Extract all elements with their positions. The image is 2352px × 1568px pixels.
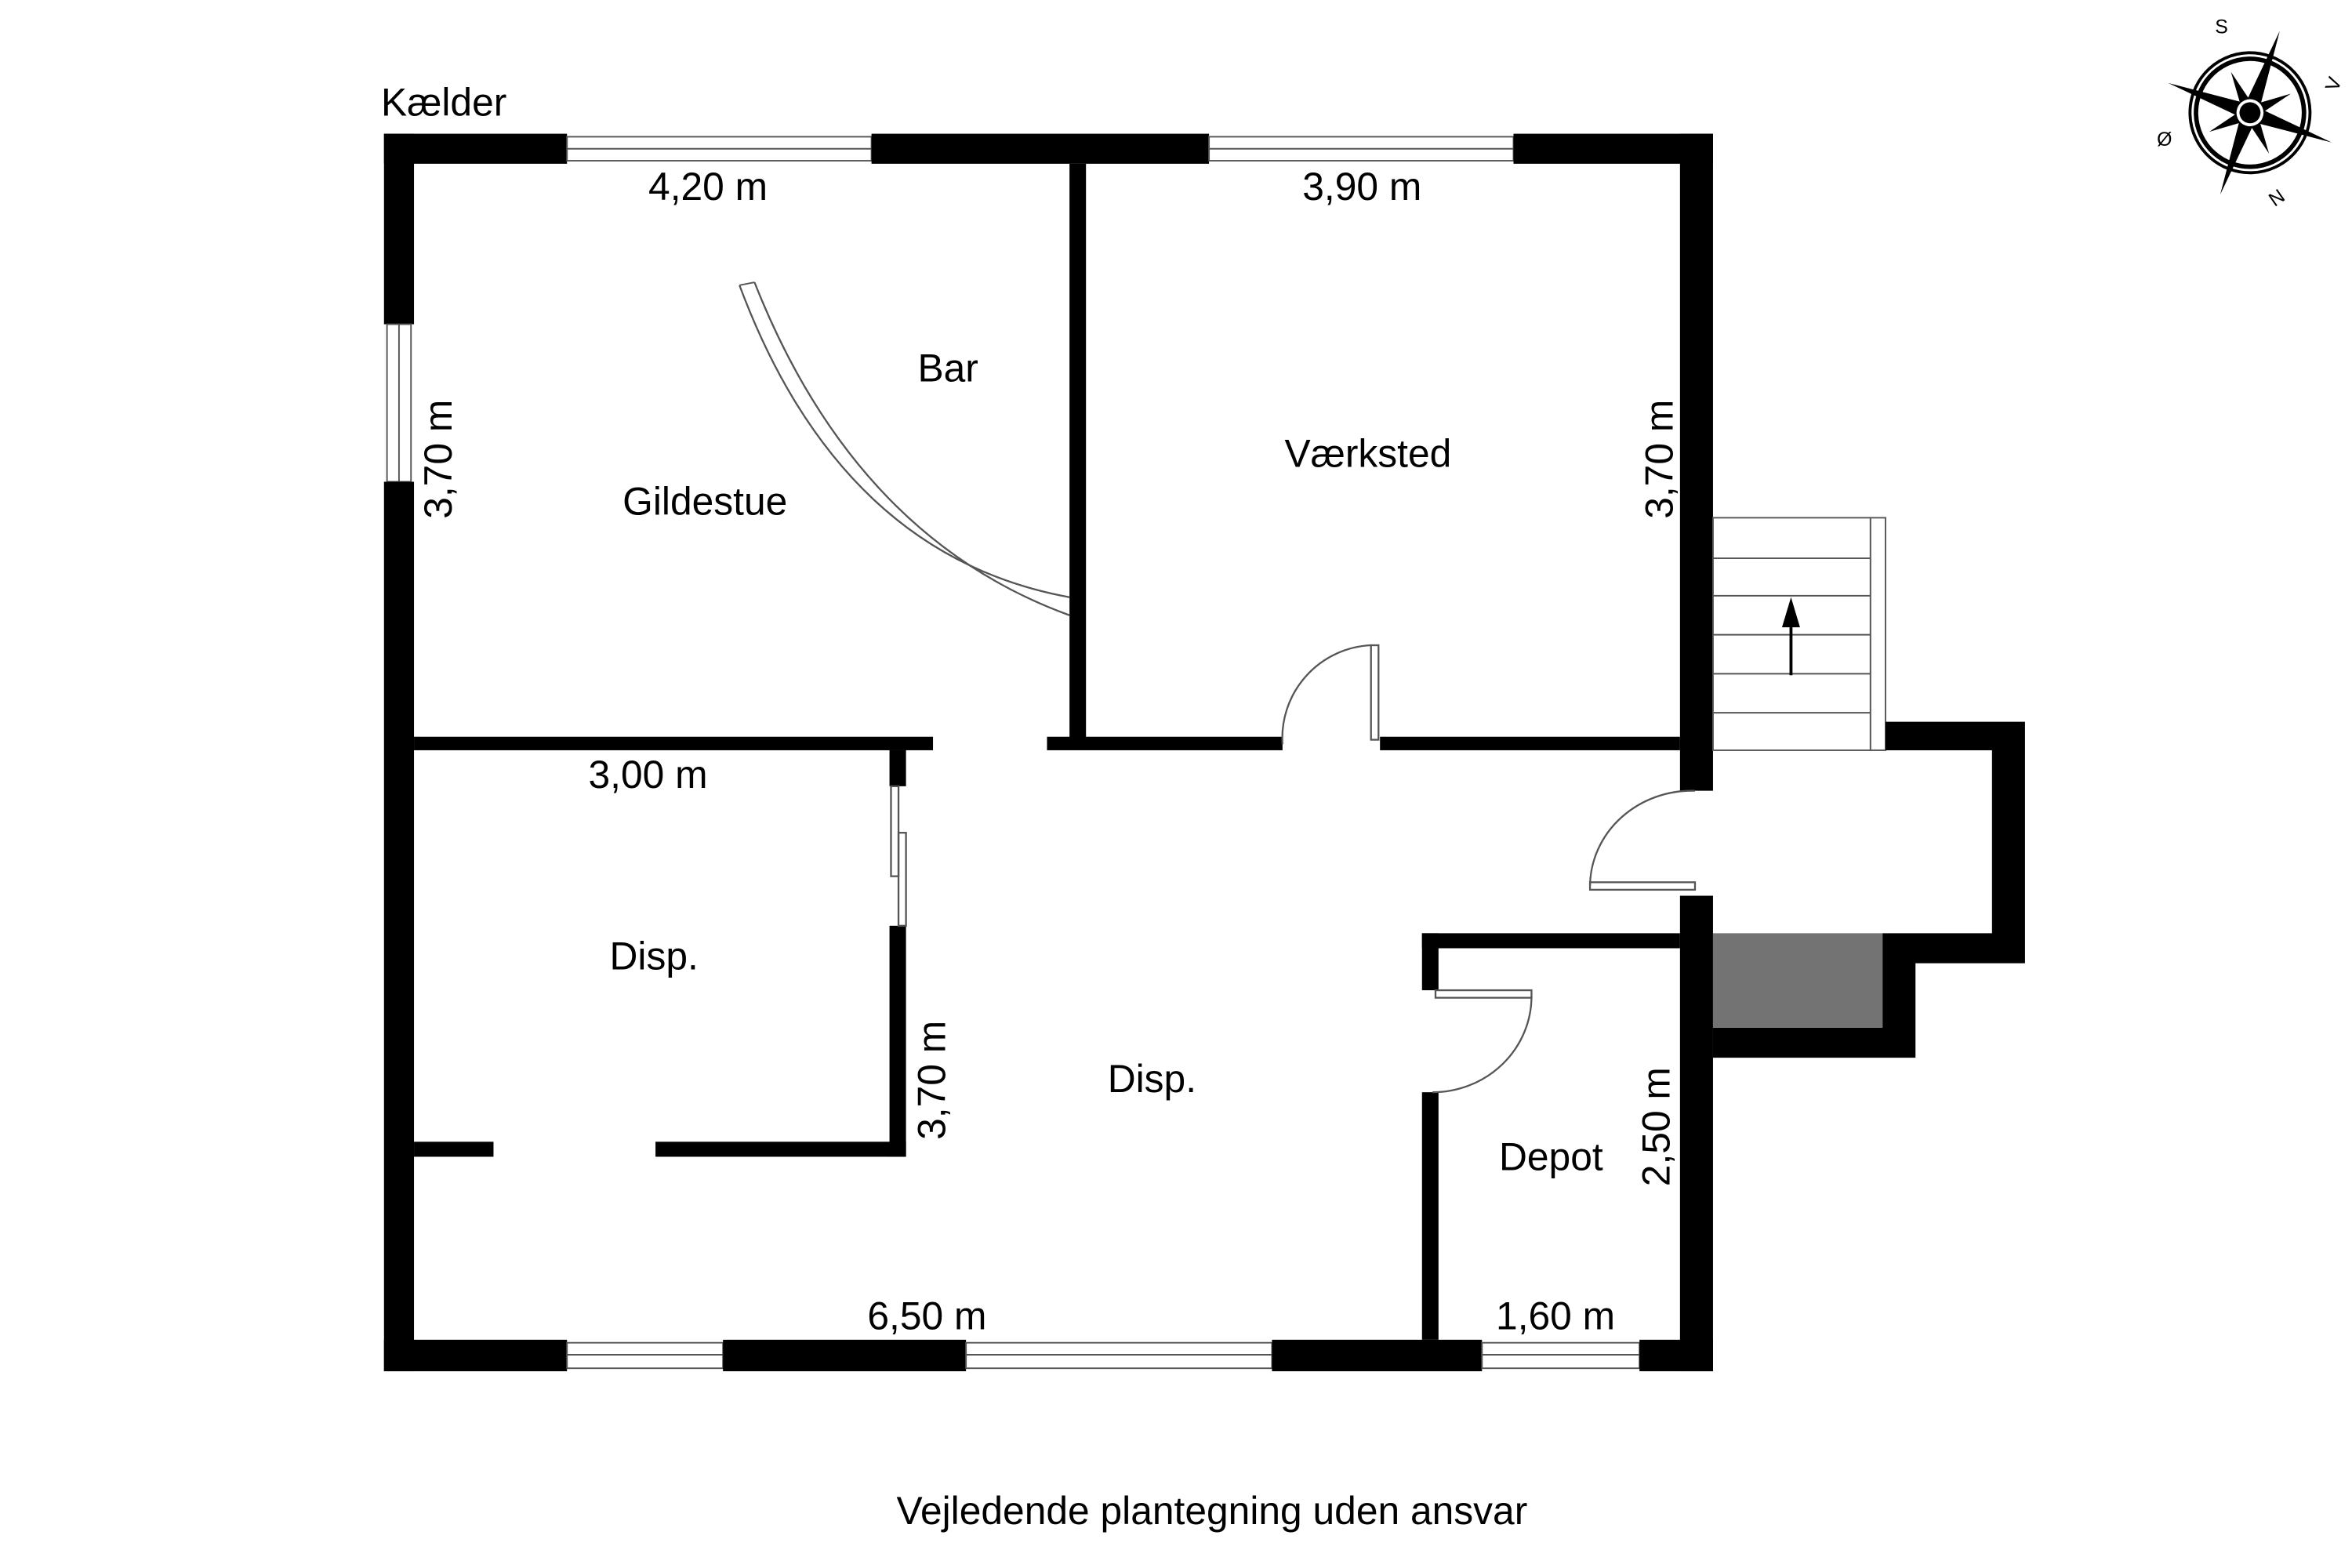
room-label-vaerksted: Værksted [1284,431,1451,475]
dim-vaerksted-height: 3,70 m [1637,400,1681,519]
compass-south: S [2215,16,2228,38]
room-label-bar: Bar [917,346,978,390]
bar-counter [739,281,1070,616]
dim-disp-height: 3,70 m [909,1021,953,1140]
dim-depot-width: 1,60 m [1496,1294,1615,1338]
floor-title: Kælder [381,81,506,125]
room-label-depot: Depot [1499,1135,1603,1179]
disclaimer: Vejledende plantegning uden ansvar [897,1489,1528,1533]
dim-depot-height: 2,50 m [1634,1067,1678,1186]
dim-disp-width: 3,00 m [589,753,708,797]
door-vaerksted[interactable] [1281,644,1380,745]
dim-vaerksted-width: 3,90 m [1302,165,1421,209]
door-entrance[interactable] [1588,789,1697,891]
compass-north: N [2265,185,2289,211]
compass-east: Ø [2157,129,2172,151]
dim-hall-width: 6,50 m [867,1294,986,1338]
room-label-disp: Disp. [610,934,699,978]
entrance-extension [1712,721,2025,1058]
outer-walls [383,133,1713,1372]
compass-rose-icon [2168,31,2332,195]
stairs-up-arrow-icon [1781,597,1800,676]
room-label-disp-hall: Disp. [1108,1057,1196,1101]
dim-gildestue-height: 3,70 m [416,400,460,519]
door-depot[interactable] [1432,989,1533,1094]
compass-west: V [2321,74,2347,94]
interior-walls [414,163,1680,1340]
staircase [1711,517,1886,751]
room-label-gildestue: Gildestue [622,480,787,524]
dim-gildestue-width: 4,20 m [648,165,768,209]
shaft [1712,933,1883,1028]
